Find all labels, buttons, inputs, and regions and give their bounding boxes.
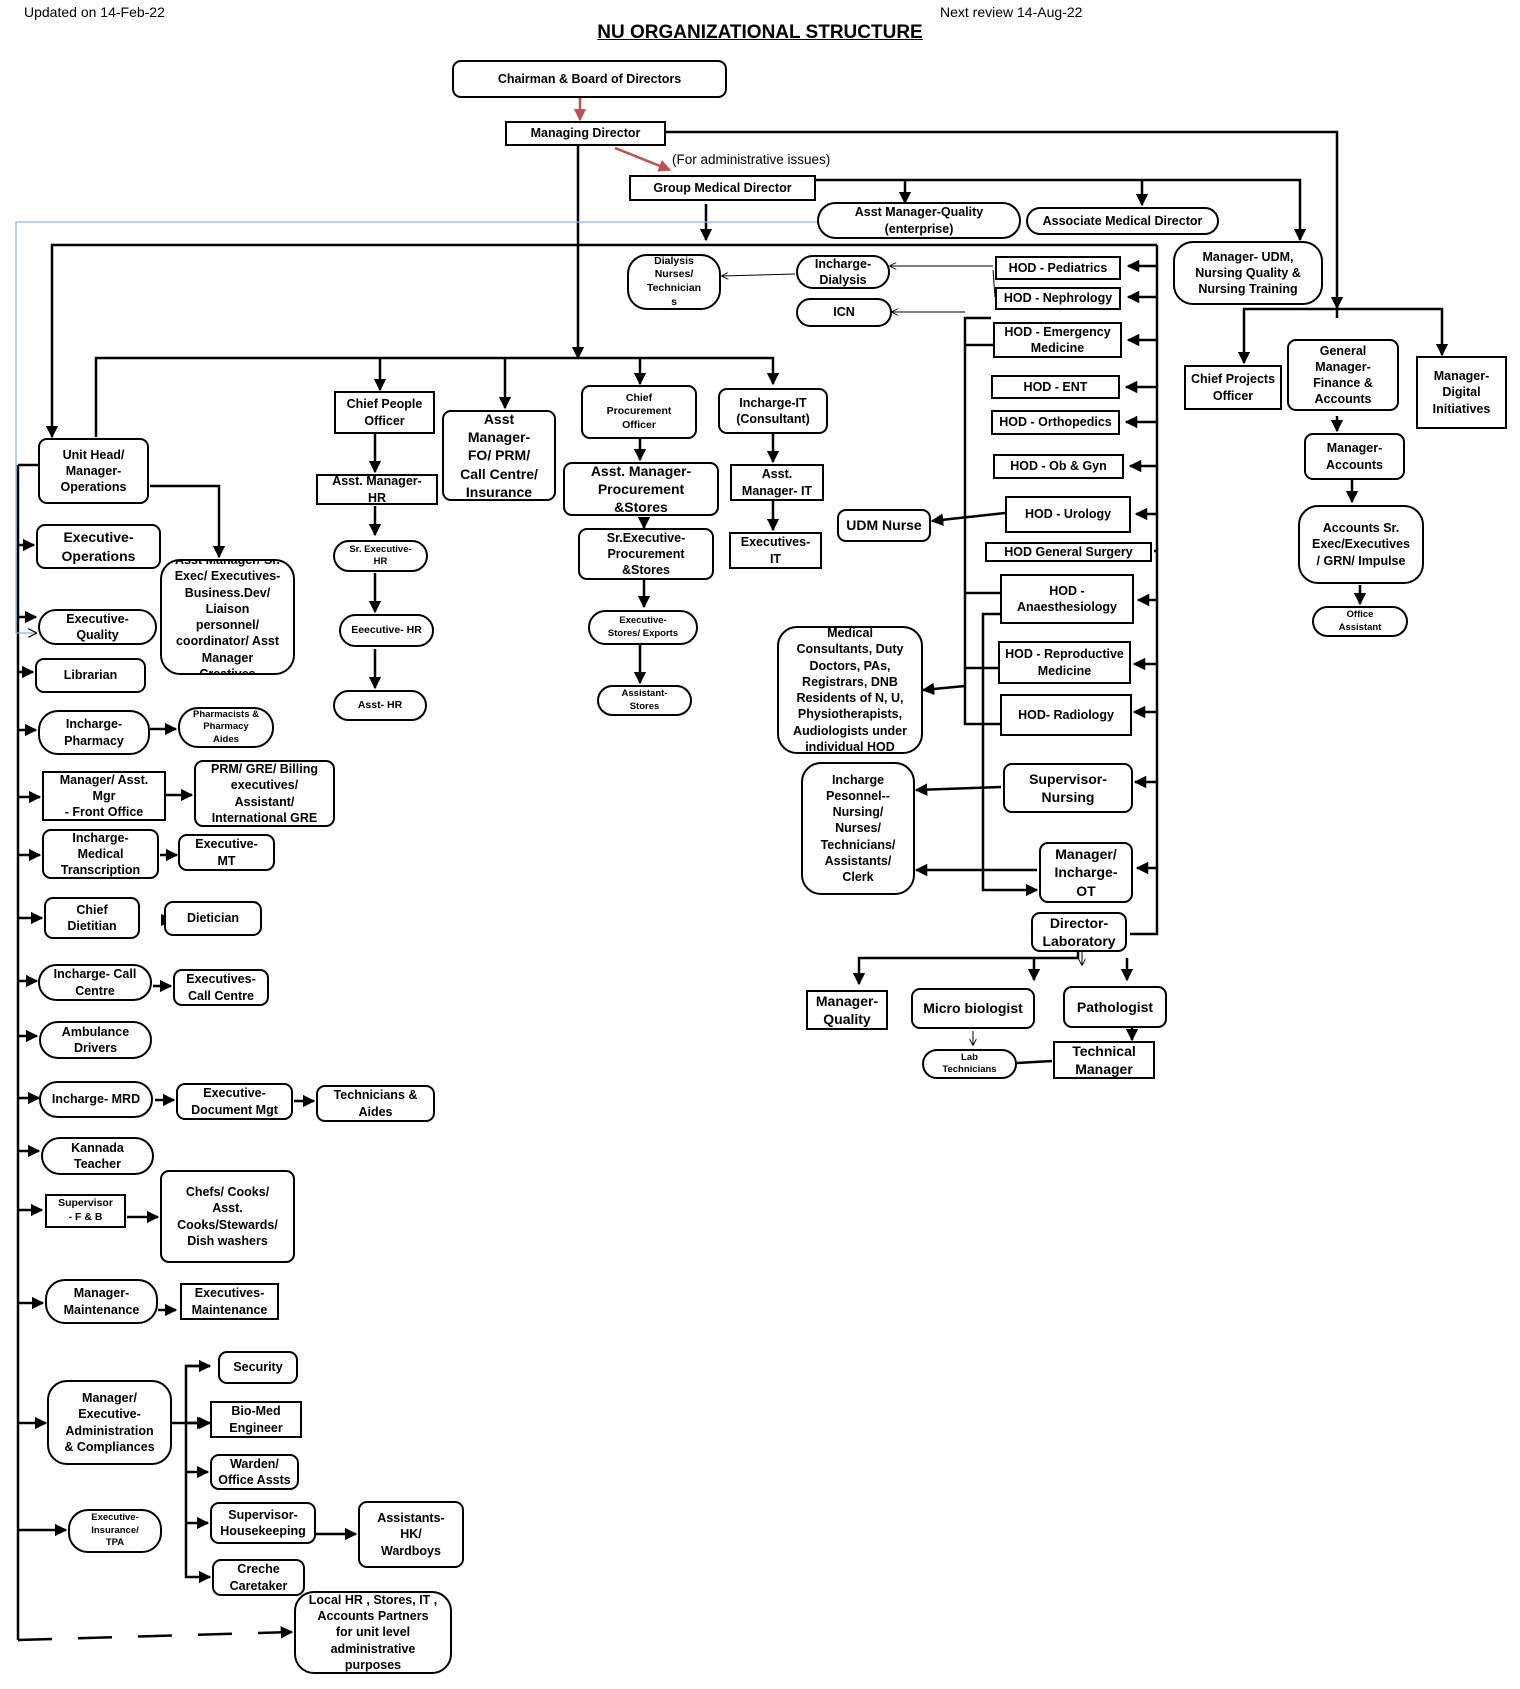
technicians-aides-node: Technicians & Aides: [316, 1085, 435, 1122]
office-assistant-node: Office Assistant: [1312, 606, 1408, 637]
hod-emergency-node: HOD - Emergency Medicine: [993, 322, 1122, 358]
executive-document-mgt-node: Executive- Document Mgt: [176, 1083, 293, 1120]
sr-executive-procurement-node: Sr.Executive- Procurement &Stores: [578, 528, 714, 580]
manager-accounts-node: Manager- Accounts: [1304, 433, 1405, 480]
executive-insurance-node: Executive- Insurance/ TPA: [68, 1509, 162, 1553]
icn-node: ICN: [796, 298, 892, 327]
hod-ent-node: HOD - ENT: [991, 375, 1120, 399]
dietician-node: Dietician: [164, 901, 262, 936]
ambulance-drivers-node: Ambulance Drivers: [39, 1021, 152, 1059]
technical-manager-node: Technical Manager: [1053, 1041, 1155, 1079]
asst-manager-quality-node: Asst Manager-Quality (enterprise): [817, 202, 1021, 239]
director-laboratory-node: Director- Laboratory: [1031, 912, 1127, 952]
hod-pediatrics-node: HOD - Pediatrics: [995, 256, 1121, 280]
gm-finance-node: General Manager- Finance & Accounts: [1287, 339, 1399, 411]
asst-manager-procurement-node: Asst. Manager- Procurement &Stores: [563, 462, 719, 516]
executives-it-node: Executives- IT: [729, 532, 822, 569]
pathologist-node: Pathologist: [1063, 986, 1167, 1028]
executive-mt-node: Executive- MT: [178, 834, 275, 871]
manager-udm-node: Manager- UDM, Nursing Quality & Nursing …: [1173, 241, 1323, 305]
hod-urology-node: HOD - Urology: [1005, 496, 1131, 533]
incharge-pharmacy-node: Incharge- Pharmacy: [38, 710, 150, 755]
manager-digital-node: Manager- Digital Initiatives: [1416, 356, 1507, 429]
supervisor-housekeeping-node: Supervisor- Housekeeping: [210, 1502, 316, 1544]
assistants-hk-node: Assistants- HK/ Wardboys: [358, 1501, 464, 1568]
updated-date: Updated on 14-Feb-22: [24, 4, 165, 20]
incharge-dialysis-node: Incharge- Dialysis: [796, 255, 890, 289]
group-medical-director-node: Group Medical Director: [629, 175, 816, 201]
asst-manager-hr-node: Asst. Manager- HR: [316, 474, 438, 505]
incharge-mt-node: Incharge- Medical Transcription: [42, 829, 159, 879]
hod-reproductive-node: HOD - Reproductive Medicine: [998, 641, 1131, 684]
supervisor-nursing-node: Supervisor- Nursing: [1003, 763, 1133, 813]
pharmacists-node: Pharmacists & Pharmacy Aides: [178, 707, 274, 748]
manager-maintenance-node: Manager- Maintenance: [45, 1279, 158, 1324]
executive-stores-node: Executive- Stores/ Exports: [588, 610, 698, 645]
chief-people-officer-node: Chief People Officer: [334, 391, 435, 434]
unit-head-node: Unit Head/ Manager- Operations: [38, 438, 149, 504]
executive-quality-node: Executive- Quality: [38, 609, 157, 645]
supervisor-fb-node: Supervisor - F & B: [45, 1194, 126, 1228]
incharge-mrd-node: Incharge- MRD: [39, 1081, 153, 1118]
executive-hr-node: Eeecutive- HR: [339, 614, 434, 647]
security-node: Security: [218, 1351, 298, 1384]
manager-administration-node: Manager/ Executive- Administration & Com…: [47, 1380, 172, 1465]
incharge-it-node: Incharge-IT (Consultant): [718, 388, 828, 434]
manager-ot-node: Manager/ Incharge- OT: [1039, 842, 1133, 903]
local-hr-partners-node: Local HR , Stores, IT , Accounts Partner…: [294, 1591, 452, 1674]
prm-gre-node: PRM/ GRE/ Billing executives/ Assistant/…: [194, 760, 335, 827]
hod-general-surgery-node: HOD General Surgery: [985, 542, 1152, 562]
chief-procurement-node: Chief Procurement Officer: [581, 385, 697, 439]
hod-orthopedics-node: HOD - Orthopedics: [991, 410, 1120, 435]
warden-node: Warden/ Office Assts: [210, 1454, 299, 1490]
executives-call-centre-node: Executives- Call Centre: [173, 969, 269, 1006]
biomed-engineer-node: Bio-Med Engineer: [210, 1401, 302, 1438]
assistant-stores-node: Assistant- Stores: [597, 685, 692, 716]
hod-radiology-node: HOD- Radiology: [1000, 694, 1132, 736]
medical-consultants-node: Medical Consultants, Duty Doctors, PAs, …: [777, 626, 923, 754]
chief-projects-officer-node: Chief Projects Officer: [1184, 365, 1282, 410]
executives-maintenance-node: Executives- Maintenance: [180, 1283, 279, 1320]
librarian-node: Librarian: [35, 658, 146, 693]
chief-dietitian-node: Chief Dietitian: [44, 897, 140, 939]
accounts-sr-exec-node: Accounts Sr. Exec/Executives / GRN/ Impu…: [1298, 505, 1424, 584]
sr-executive-hr-node: Sr. Executive- HR: [333, 540, 428, 572]
incharge-personnel-node: Incharge Pesonnel-- Nursing/ Nurses/ Tec…: [801, 762, 915, 895]
chart-title: NU ORGANIZATIONAL STRUCTURE: [597, 22, 923, 43]
udm-nurse-node: UDM Nurse: [837, 509, 931, 542]
managing-director-node: Managing Director: [505, 121, 666, 146]
chefs-cooks-node: Chefs/ Cooks/ Asst. Cooks/Stewards/ Dish…: [160, 1170, 295, 1263]
manager-quality-node: Manager- Quality: [806, 990, 888, 1030]
microbiologist-node: Micro biologist: [911, 988, 1035, 1029]
admin-note: (For administrative issues): [672, 152, 831, 167]
business-dev-node: Asst Manager/ Sr. Exec/ Executives- Busi…: [160, 559, 295, 675]
manager-front-office-node: Manager/ Asst. Mgr - Front Office: [42, 771, 166, 821]
hod-anaesthesiology-node: HOD - Anaesthesiology: [1000, 574, 1134, 624]
next-review-date: Next review 14-Aug-22: [940, 4, 1083, 20]
hod-nephrology-node: HOD - Nephrology: [995, 287, 1121, 310]
lab-technicians-node: Lab Technicians: [922, 1049, 1017, 1079]
incharge-call-centre-node: Incharge- Call Centre: [38, 964, 152, 1001]
kannada-teacher-node: Kannada Teacher: [41, 1137, 154, 1175]
asst-hr-node: Asst- HR: [333, 690, 427, 721]
dialysis-nurses-node: Dialysis Nurses/ Technician s: [627, 254, 721, 310]
hod-obgyn-node: HOD - Ob & Gyn: [993, 454, 1124, 479]
chairman-board-node: Chairman & Board of Directors: [452, 60, 727, 98]
executive-operations-node: Executive- Operations: [36, 524, 161, 569]
asst-manager-fo-node: Asst Manager- FO/ PRM/ Call Centre/ Insu…: [442, 410, 556, 501]
associate-medical-director-node: Associate Medical Director: [1026, 207, 1219, 235]
asst-manager-it-node: Asst. Manager- IT: [730, 464, 824, 501]
creche-caretaker-node: Creche Caretaker: [212, 1559, 305, 1596]
